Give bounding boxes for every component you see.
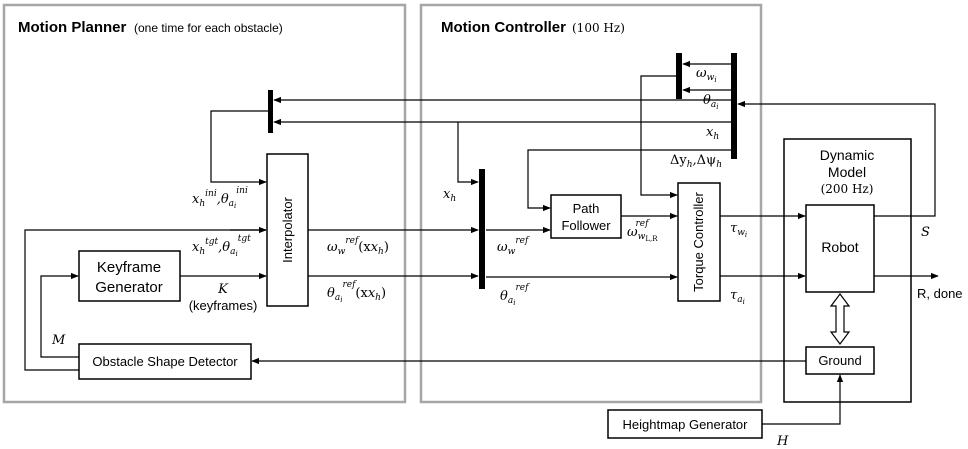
tau-wi-label: τwi bbox=[730, 221, 747, 239]
dynamic-model-panel bbox=[783, 138, 912, 403]
xh-demux-label: xh bbox=[706, 125, 719, 142]
s-label: S bbox=[921, 225, 930, 240]
state-demux-bar bbox=[731, 53, 737, 159]
xh-to-controller-mux bbox=[457, 122, 479, 186]
state-mux-bar bbox=[676, 53, 682, 99]
omega-wi-label: ωwi bbox=[696, 66, 717, 84]
motion-controller-title: Motion Controller bbox=[441, 19, 566, 36]
omega-w-ref-xh-label: ωwref(xxh) bbox=[327, 236, 389, 257]
state-mux-to-torque-controller bbox=[640, 75, 678, 199]
h-label: H bbox=[776, 434, 789, 449]
keyframes-label: (keyframes) bbox=[189, 298, 258, 313]
xh-tgt-label: xhtgt,θaitgt bbox=[192, 234, 251, 258]
path-follower-label-2: Follower bbox=[561, 218, 611, 233]
motion-planner-panel bbox=[2, 3, 407, 404]
dy-dpsi-to-path-follower bbox=[527, 149, 731, 212]
interpolator-block bbox=[266, 153, 309, 307]
obstacle-shape-detector-block bbox=[78, 343, 252, 380]
interpolator-label: Interpolator bbox=[280, 196, 295, 262]
controller-mux-bar bbox=[479, 169, 485, 289]
r-done-label: R, done bbox=[917, 286, 963, 301]
xh-controller-label: xh bbox=[443, 187, 456, 204]
motion-controller-panel bbox=[419, 3, 763, 404]
ground-label: Ground bbox=[818, 353, 861, 368]
obstacle-shape-detector-label: Obstacle Shape Detector bbox=[92, 354, 238, 369]
tau-ai-label: τai bbox=[730, 288, 745, 306]
robot-to-state-demux bbox=[737, 100, 936, 217]
target-to-interpolator bbox=[24, 229, 266, 371]
motion-planner-subtitle: (one time for each obstacle) bbox=[134, 21, 283, 35]
keyframe-generator-label-1: Keyframe bbox=[97, 259, 161, 276]
heightmap-to-ground bbox=[762, 374, 844, 425]
dy-dpsi-label: Δyh,Δψh bbox=[670, 153, 722, 170]
omega-w-lr-ref-label: ωwL,Rref bbox=[627, 219, 658, 243]
heightmap-generator-label: Heightmap Generator bbox=[622, 417, 748, 432]
motion-controller-rate: (100 Hz) bbox=[572, 21, 625, 35]
robot-label: Robot bbox=[821, 239, 858, 255]
dynamic-model-rate: (200 Hz) bbox=[821, 182, 874, 196]
ground-block bbox=[805, 346, 875, 375]
torque-controller-label: Torque Controller bbox=[691, 191, 706, 291]
k-label: K bbox=[217, 282, 229, 297]
omega-w-ref-label: ωwref bbox=[497, 236, 530, 257]
theta-ref-xh-label: θairef(xxh) bbox=[327, 280, 386, 304]
theta-ref-label: θairef bbox=[500, 283, 530, 307]
planner-mux-to-interpolator bbox=[210, 110, 268, 186]
dynamic-model-title-line1: Dynamic bbox=[820, 147, 874, 163]
path-follower-block bbox=[550, 194, 622, 239]
motion-planner-title: Motion Planner bbox=[18, 19, 126, 36]
torque-controller-block bbox=[677, 182, 721, 302]
m-to-keyframe-generator bbox=[40, 272, 79, 358]
m-label: M bbox=[51, 333, 66, 348]
keyframe-generator-label-2: Generator bbox=[95, 279, 163, 296]
xh-ini-label: xhini,θaiini bbox=[192, 186, 248, 210]
planner-mux-bar bbox=[268, 90, 273, 133]
theta-ai-label: θai bbox=[703, 93, 718, 111]
dynamic-model-title-line2: Model bbox=[828, 164, 866, 180]
robot-block bbox=[805, 204, 875, 293]
keyframe-generator-block bbox=[78, 250, 181, 302]
path-follower-label-1: Path bbox=[573, 201, 600, 216]
robot-ground-contact-arrow bbox=[829, 293, 851, 345]
